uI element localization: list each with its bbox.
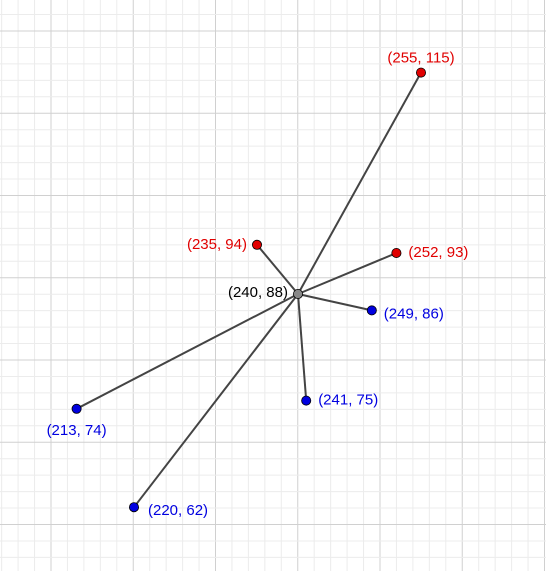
point-marker[interactable] [366, 305, 377, 316]
edge-line [133, 293, 299, 508]
nodes [71, 67, 426, 513]
point-label: (252, 93) [408, 244, 468, 261]
point-marker[interactable] [71, 403, 82, 414]
point-label: (213, 74) [47, 422, 107, 439]
point-marker[interactable] [251, 239, 262, 250]
edge-line [297, 293, 308, 401]
edge-line [76, 293, 299, 410]
point-marker[interactable] [128, 502, 139, 513]
point-marker[interactable] [301, 395, 312, 406]
center-point-label: (240, 88) [228, 284, 288, 301]
edge-line [256, 244, 299, 295]
point-label: (249, 86) [384, 305, 444, 322]
point-marker[interactable] [415, 67, 426, 78]
point-label: (235, 94) [187, 236, 247, 253]
point-label: (255, 115) [387, 50, 454, 67]
point-label: (241, 75) [318, 392, 378, 409]
edges [76, 72, 422, 508]
edge-line [297, 252, 397, 295]
labels: (255, 115) (235, 94) (252, 93) (249, 86) (24… [47, 50, 469, 520]
center-point-marker[interactable] [292, 288, 303, 299]
edge-line [297, 72, 422, 295]
point-label: (220, 62) [148, 502, 208, 519]
point-marker[interactable] [391, 247, 402, 258]
edge-line [297, 293, 373, 312]
